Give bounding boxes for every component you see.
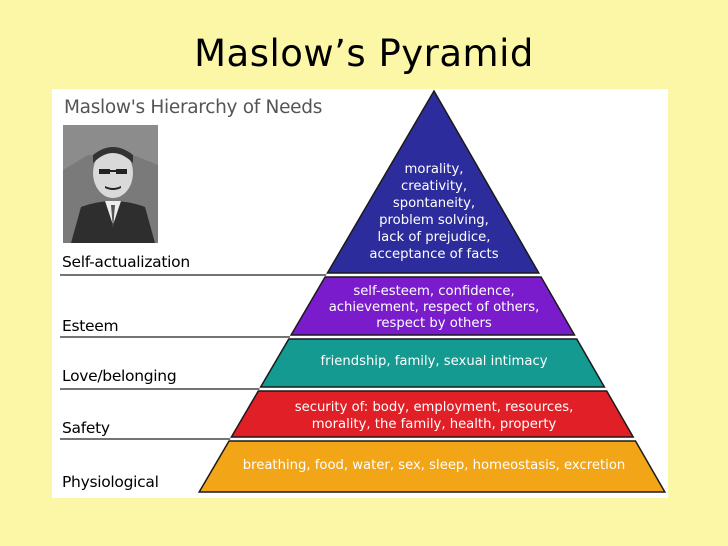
figure-heading: Maslow's Hierarchy of Needs bbox=[64, 97, 323, 118]
portrait-illustration bbox=[63, 125, 158, 243]
tier-esteem bbox=[289, 276, 576, 336]
tier-text-esteem: self-esteem, confidence, bbox=[353, 284, 514, 299]
tier-text-self-actualization: spontaneity, bbox=[393, 196, 475, 211]
tier-text-self-actualization: problem solving, bbox=[379, 213, 489, 228]
tier-physiological bbox=[197, 440, 667, 493]
tier-text-love-belonging: friendship, family, sexual intimacy bbox=[321, 354, 548, 369]
tier-text-self-actualization: creativity, bbox=[401, 179, 467, 194]
tier-text-self-actualization: lack of prejudice, bbox=[378, 230, 491, 245]
pyramid: morality, creativity, spontaneity, problem … bbox=[60, 89, 667, 493]
tier-text-esteem: respect by others bbox=[376, 316, 492, 331]
label-physiological: Physiological bbox=[62, 473, 159, 491]
tier-text-esteem: achievement, respect of others, bbox=[329, 300, 540, 315]
tier-text-self-actualization: morality, bbox=[405, 162, 464, 177]
tier-self-actualization bbox=[326, 89, 541, 274]
tier-love-belonging bbox=[259, 338, 606, 388]
label-self-actualization: Self-actualization bbox=[62, 253, 190, 271]
slide-title: Maslow’s Pyramid bbox=[194, 32, 534, 75]
tier-text-self-actualization: acceptance of facts bbox=[369, 247, 498, 262]
label-love-belonging: Love/belonging bbox=[62, 367, 177, 385]
label-safety: Safety bbox=[62, 419, 110, 437]
tier-text-safety: security of: body, employment, resources… bbox=[295, 400, 574, 415]
tier-text-physiological: breathing, food, water, sex, sleep, home… bbox=[243, 458, 626, 473]
tier-safety bbox=[230, 390, 635, 438]
tier-text-safety: morality, the family, health, property bbox=[312, 417, 557, 432]
hierarchy-figure: Maslow's Hierarchy of Needs Self-actuali… bbox=[52, 89, 668, 498]
portrait-photo bbox=[63, 125, 158, 243]
label-esteem: Esteem bbox=[62, 317, 119, 335]
